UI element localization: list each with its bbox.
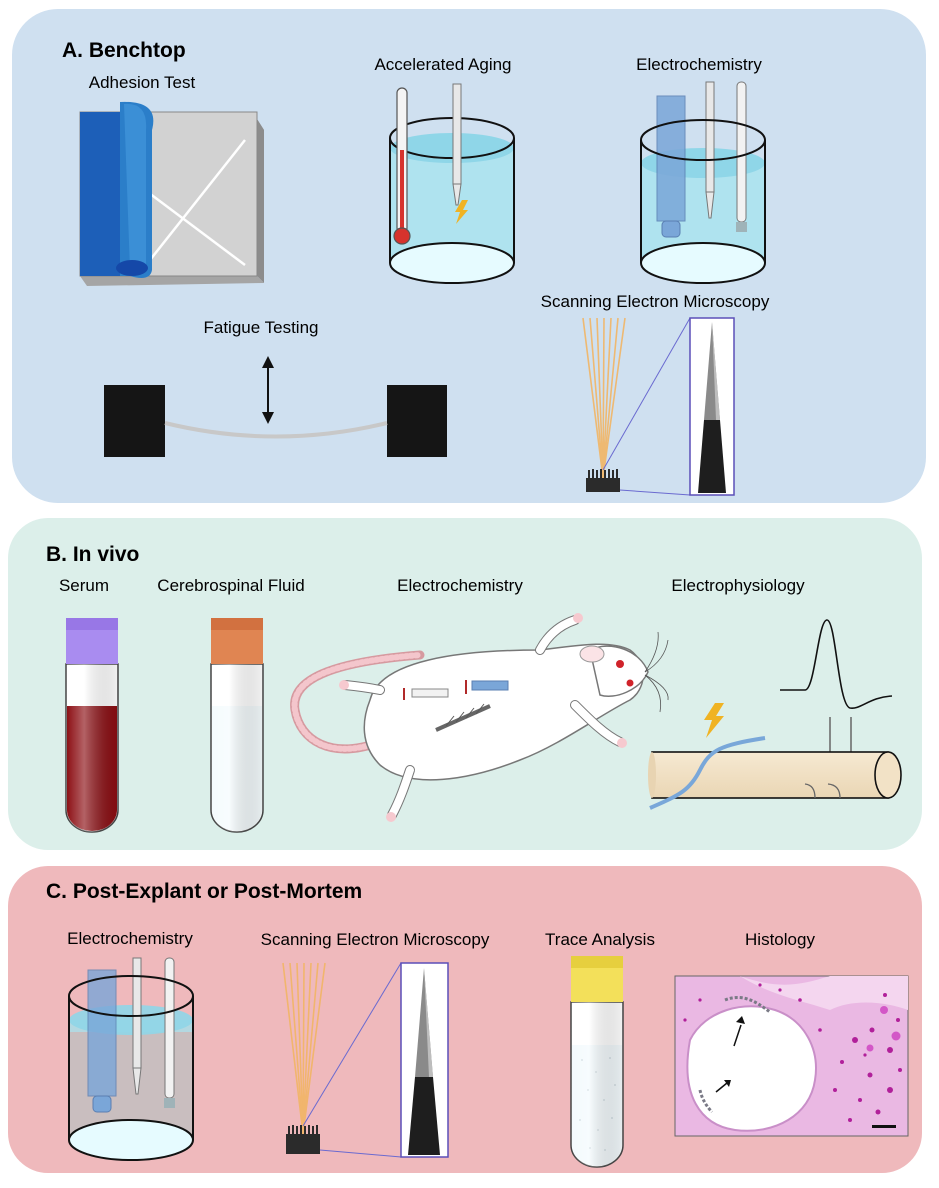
histology-label: Histology [745, 930, 815, 949]
electrochemistry-c-beaker [68, 957, 194, 1161]
panel-benchtop: A. Benchtop Adhesion Test Accelerated Ag… [12, 9, 926, 503]
electrochemistry-b-label: Electrochemistry [397, 576, 523, 595]
panel-post-explant: C. Post-Explant or Post-Mortem Electroch… [8, 866, 922, 1173]
sem-a-illustration [582, 317, 735, 496]
sem-a-label: Scanning Electron Microscopy [541, 292, 770, 311]
accelerated-aging-label: Accelerated Aging [374, 55, 511, 74]
panel-in-vivo: B. In vivo Serum Cerebrospinal Fluid Ele… [8, 518, 922, 850]
lightning-icon [455, 200, 468, 224]
serum-tube [65, 618, 119, 833]
sem-c-label: Scanning Electron Microscopy [261, 930, 490, 949]
histology-arrow-2-icon [724, 1080, 731, 1087]
histology-image [674, 975, 909, 1137]
fatigue-testing-label: Fatigue Testing [204, 318, 319, 337]
panel-c-title: C. Post-Explant or Post-Mortem [46, 880, 362, 903]
electrophysiology-illustration [648, 619, 902, 810]
panel-a-title: A. Benchtop [62, 39, 186, 62]
trace-analysis-tube [570, 956, 624, 1168]
electrochemistry-a-label: Electrochemistry [636, 55, 762, 74]
panel-b-title: B. In vivo [46, 543, 139, 566]
csf-label: Cerebrospinal Fluid [157, 576, 304, 595]
electrochemistry-c-label: Electrochemistry [67, 929, 193, 948]
csf-tube [210, 618, 264, 833]
scale-bar [872, 1125, 896, 1128]
arrow-down-icon [262, 412, 274, 424]
electrochemistry-a-beaker [640, 81, 766, 284]
histology-arrow-1-icon [736, 1016, 745, 1024]
electrophysiology-label: Electrophysiology [671, 576, 805, 595]
arrow-up-icon [262, 356, 274, 368]
serum-label: Serum [59, 576, 109, 595]
fatigue-testing-illustration [104, 356, 447, 457]
adhesion-test-illustration [79, 101, 264, 286]
accelerated-aging-beaker [389, 83, 515, 284]
adhesion-test-label: Adhesion Test [89, 73, 196, 92]
trace-analysis-label: Trace Analysis [545, 930, 655, 949]
lightning-b-icon [704, 703, 724, 738]
rat-illustration [290, 613, 669, 822]
sem-c-illustration [282, 962, 449, 1158]
